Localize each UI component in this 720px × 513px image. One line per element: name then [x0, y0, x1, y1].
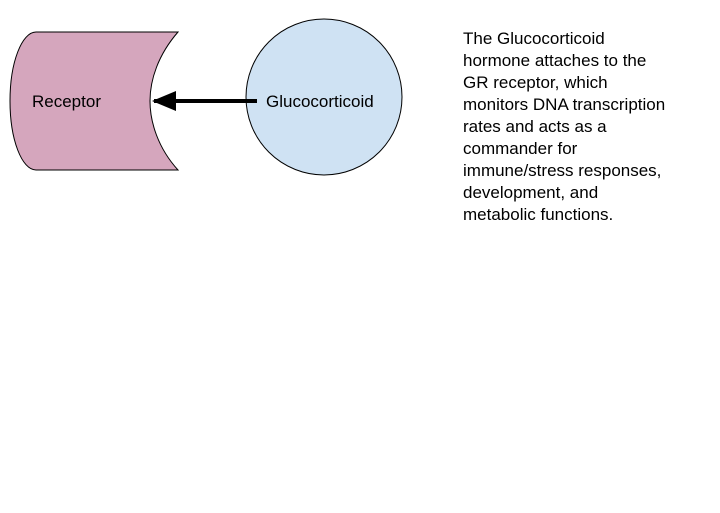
binding-arrow-head [152, 91, 176, 111]
glucocorticoid-label: Glucocorticoid [266, 92, 374, 111]
glucocorticoid-circle[interactable] [245, 18, 403, 176]
receptor-shape[interactable] [9, 31, 180, 171]
receptor-label: Receptor [32, 92, 101, 111]
description-text: The Glucocorticoid hormone attaches to t… [463, 29, 666, 224]
